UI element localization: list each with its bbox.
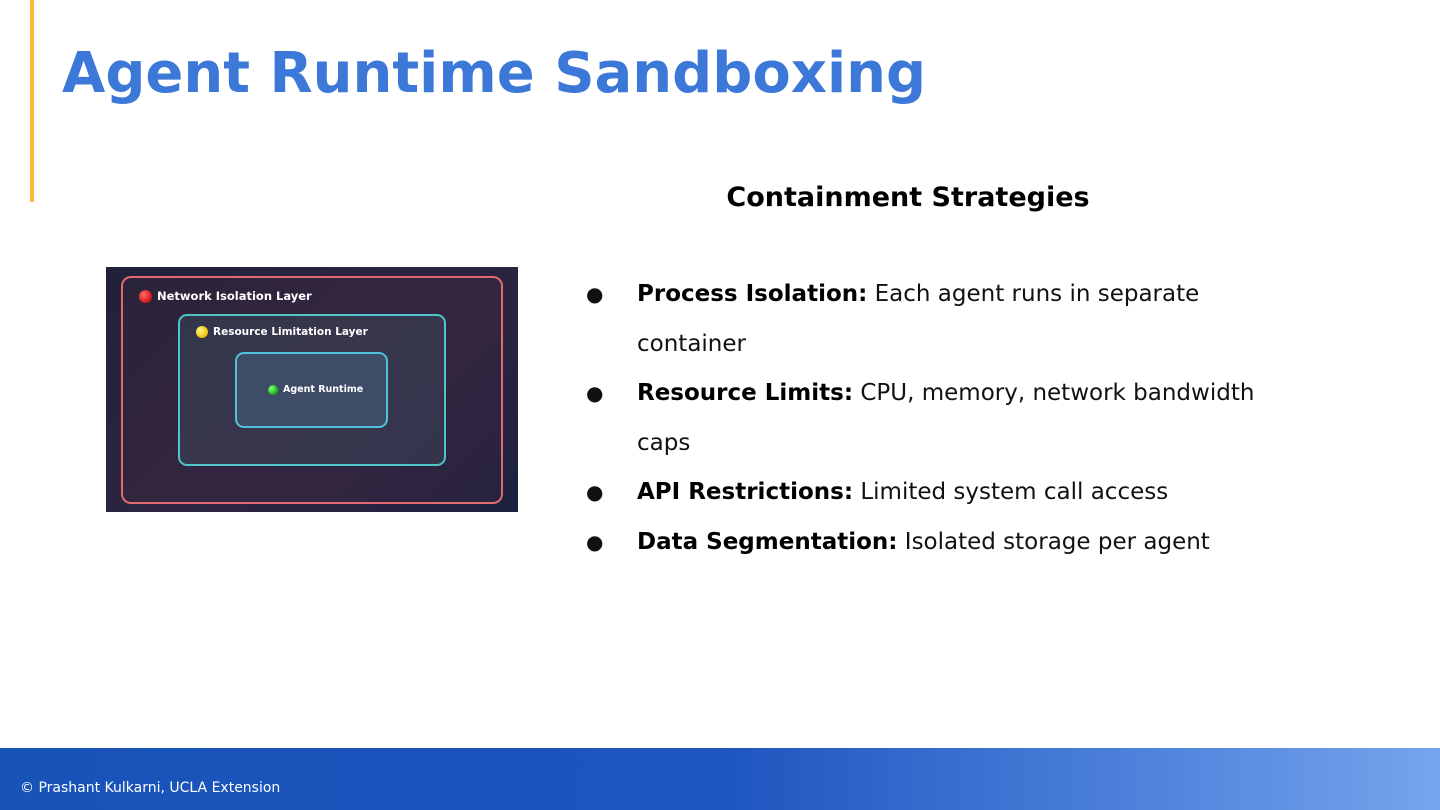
strategy-description: Isolated storage per agent — [897, 528, 1210, 555]
slide-title: Agent Runtime Sandboxing — [62, 41, 927, 106]
footer-copyright: © Prashant Kulkarni, UCLA Extension — [20, 780, 281, 796]
strategy-term: Process Isolation: — [637, 281, 868, 307]
accent-bar — [30, 0, 34, 202]
agent-runtime-box — [235, 352, 388, 428]
layer-label-text: Network Isolation Layer — [157, 289, 312, 303]
layer-label-text: Resource Limitation Layer — [213, 326, 368, 338]
strategy-item-process-isolation: ● Process Isolation: Each agent runs in … — [586, 270, 1286, 369]
strategy-term: API Restrictions: — [637, 479, 854, 505]
strategies-list: ● Process Isolation: Each agent runs in … — [586, 270, 1286, 567]
agent-runtime-label: Agent Runtime — [268, 384, 363, 395]
strategy-item-resource-limits: ● Resource Limits: CPU, memory, network … — [586, 369, 1286, 468]
strategy-description: Each agent runs in separate container — [637, 281, 1200, 357]
bullet-icon: ● — [586, 480, 604, 504]
strategy-item-data-segmentation: ● Data Segmentation: Isolated storage pe… — [586, 518, 1286, 568]
green-dot-icon — [268, 384, 278, 395]
strategy-term: Resource Limits: — [637, 380, 854, 406]
strategy-description: CPU, memory, network bandwidth caps — [637, 380, 1255, 456]
red-dot-icon — [139, 289, 152, 303]
bullet-icon: ● — [586, 282, 604, 306]
strategy-description: Limited system call access — [853, 479, 1169, 505]
containment-strategies-heading: Containment Strategies — [726, 182, 1090, 213]
network-isolation-layer-label: Network Isolation Layer — [139, 289, 312, 303]
footer-bar: © Prashant Kulkarni, UCLA Extension — [0, 748, 1440, 810]
sandbox-layers-diagram: Network Isolation Layer Resource Limitat… — [106, 267, 518, 512]
strategy-term: Data Segmentation: — [637, 528, 898, 555]
strategy-item-api-restrictions: ● API Restrictions: Limited system call … — [586, 468, 1286, 518]
bullet-icon: ● — [586, 381, 604, 405]
resource-limitation-layer-label: Resource Limitation Layer — [196, 326, 368, 338]
yellow-dot-icon — [196, 326, 208, 338]
layer-label-text: Agent Runtime — [283, 384, 364, 395]
bullet-icon: ● — [586, 529, 604, 554]
